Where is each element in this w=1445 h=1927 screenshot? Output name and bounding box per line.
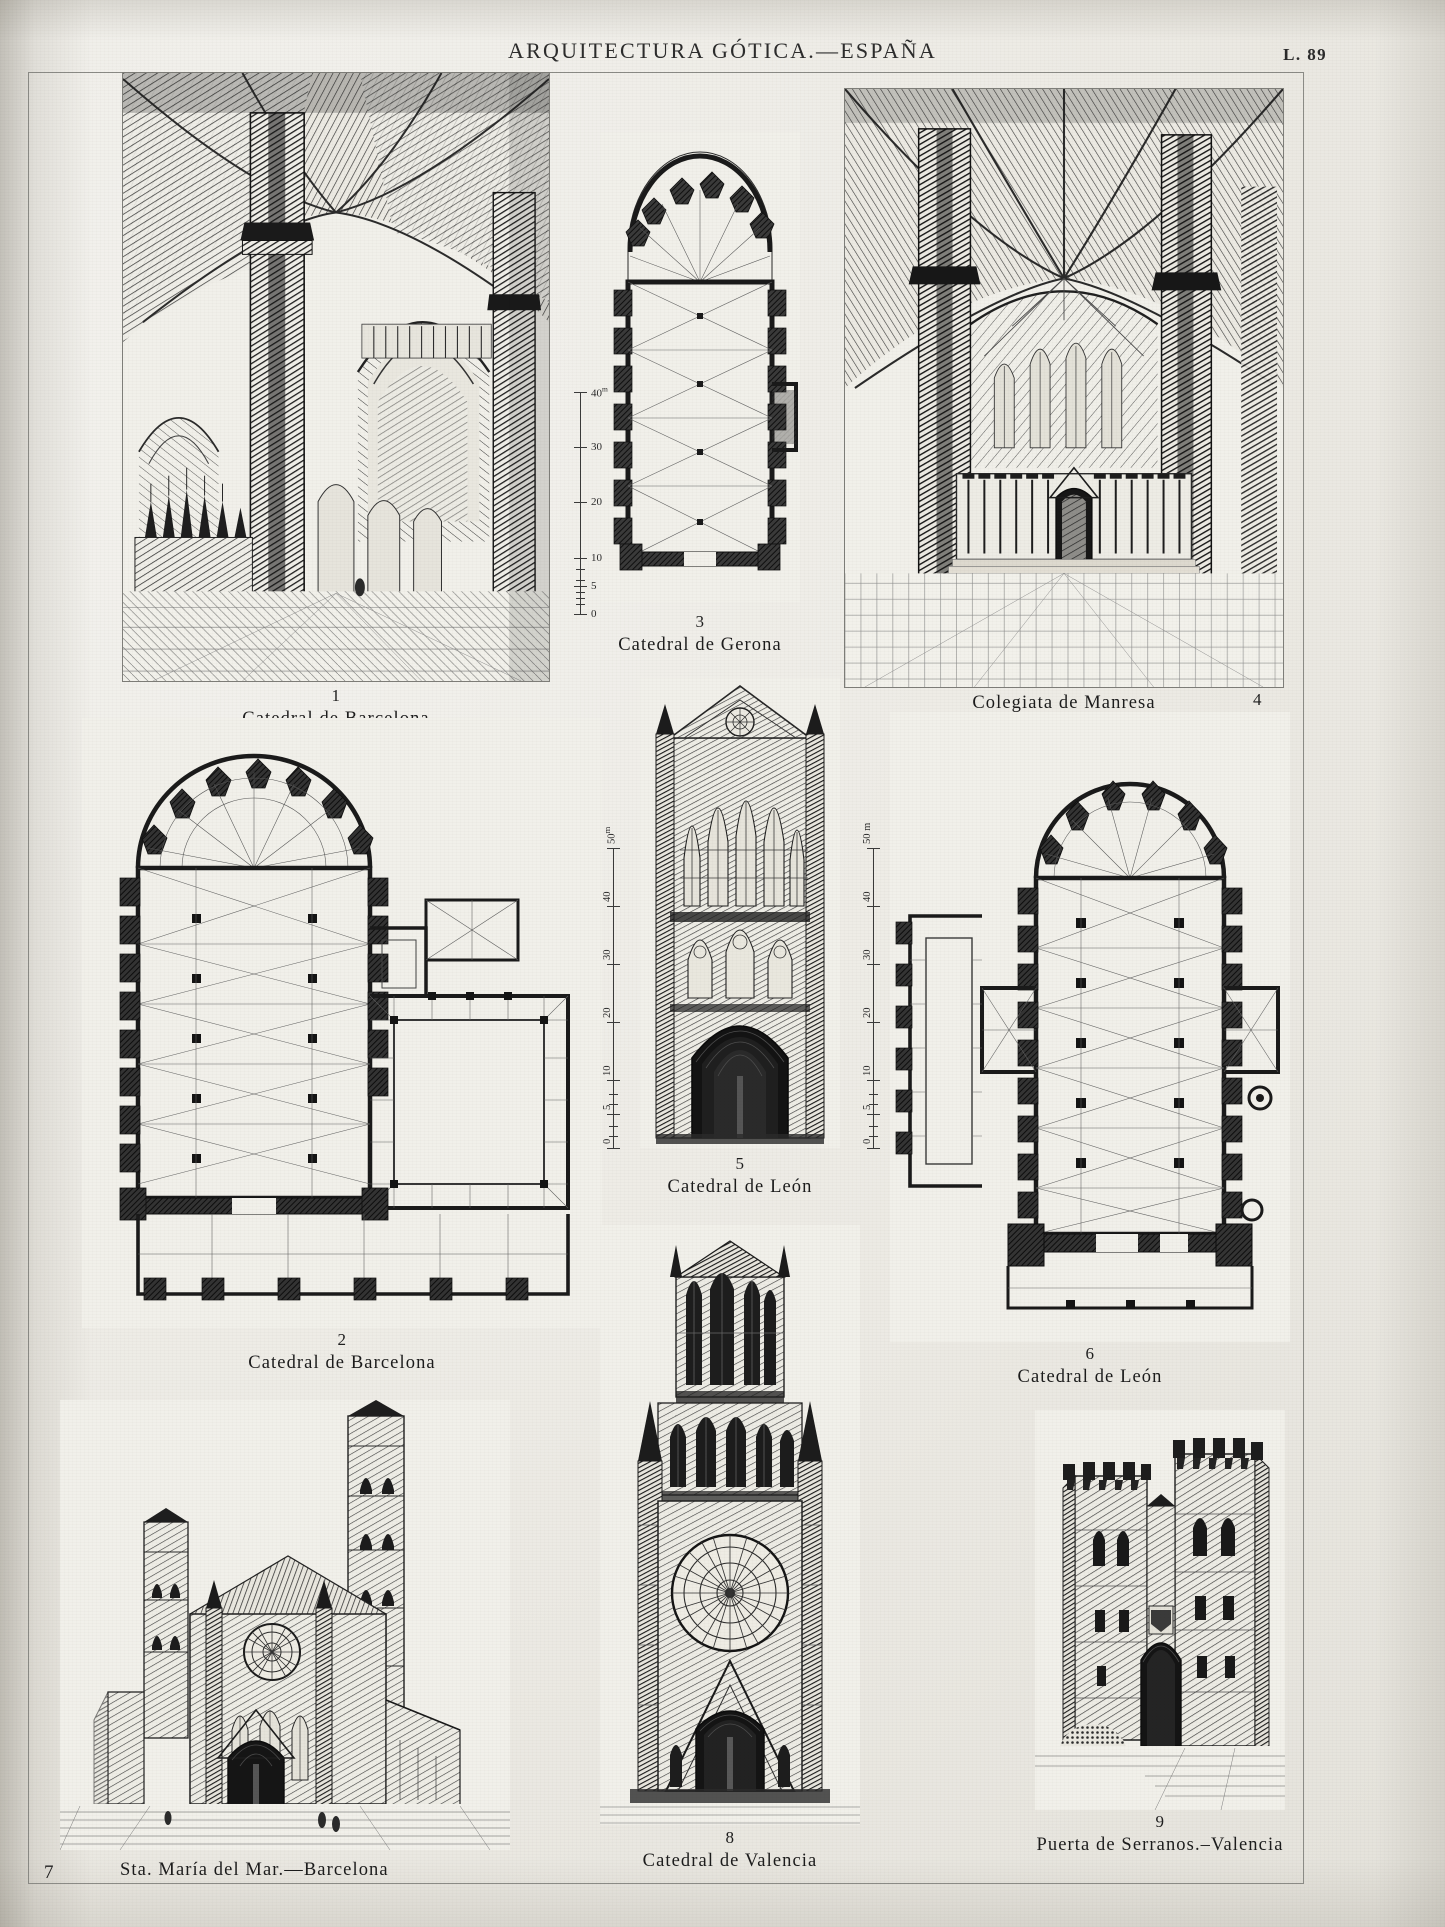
figure-2-label: Catedral de Barcelona (248, 1353, 436, 1373)
figure-8-label: Catedral de Valencia (642, 1851, 818, 1871)
plate-number: L. 89 (1283, 45, 1327, 64)
figure-6: 6 Catedral de León (890, 712, 1290, 1388)
figure-6-plan (890, 712, 1290, 1342)
figure-7-engraving (60, 1400, 510, 1850)
figure-7 (60, 1400, 510, 1850)
paper-edge-shadow-top (0, 0, 1445, 40)
figure-4-label: Colegiata de Manresa (972, 693, 1156, 713)
figure-5-elevation (640, 678, 840, 1148)
figure-9: 9 Puerta de Serranos.–Valencia (1035, 1410, 1285, 1856)
figure-5-label: Catedral de León (667, 1177, 813, 1197)
figure-4: Colegiata de Manresa (844, 88, 1284, 714)
figure-6-label: Catedral de León (1017, 1367, 1163, 1387)
plate-border (28, 72, 1304, 1884)
figure-2: 2 Catedral de Barcelona (82, 718, 602, 1374)
figure-1-engraving (122, 72, 550, 682)
figure-3: 3 Catedral de Gerona (600, 132, 800, 656)
paper-edge-shadow-right (1375, 0, 1445, 1927)
figure-1: 1 Catedral de Barcelona (122, 72, 550, 730)
figure-6-number: 6 (1085, 1344, 1095, 1363)
figure-3-number: 3 (695, 612, 705, 631)
scale-axis (873, 848, 875, 1148)
figure-9-label: Puerta de Serranos.–Valencia (1036, 1835, 1284, 1855)
figure-3-label: Catedral de Gerona (618, 635, 782, 655)
figure-7-label: Sta. María del Mar.—Barcelona (120, 1860, 389, 1880)
figure-5-number: 5 (735, 1154, 745, 1173)
scale-axis (613, 848, 615, 1148)
figure-2-plan (82, 718, 602, 1328)
figure-4-engraving (844, 88, 1284, 688)
figure-8: 8 Catedral de Valencia (600, 1225, 860, 1872)
figure-3-plan (600, 132, 800, 602)
figure-2-number: 2 (337, 1330, 347, 1349)
figure-8-elevation (600, 1225, 860, 1825)
figure-1-number: 1 (331, 686, 341, 705)
figure-4-number: 4 (1253, 690, 1262, 709)
figure-9-engraving (1035, 1410, 1285, 1810)
figure-7-number: 7 (44, 1862, 54, 1883)
figure-8-number: 8 (725, 1828, 735, 1847)
figure-9-number: 9 (1155, 1812, 1165, 1831)
plate-title: ARQUITECTURA GÓTICA.—ESPAÑA (508, 38, 937, 63)
figure-5: 5 Catedral de León (640, 678, 840, 1198)
